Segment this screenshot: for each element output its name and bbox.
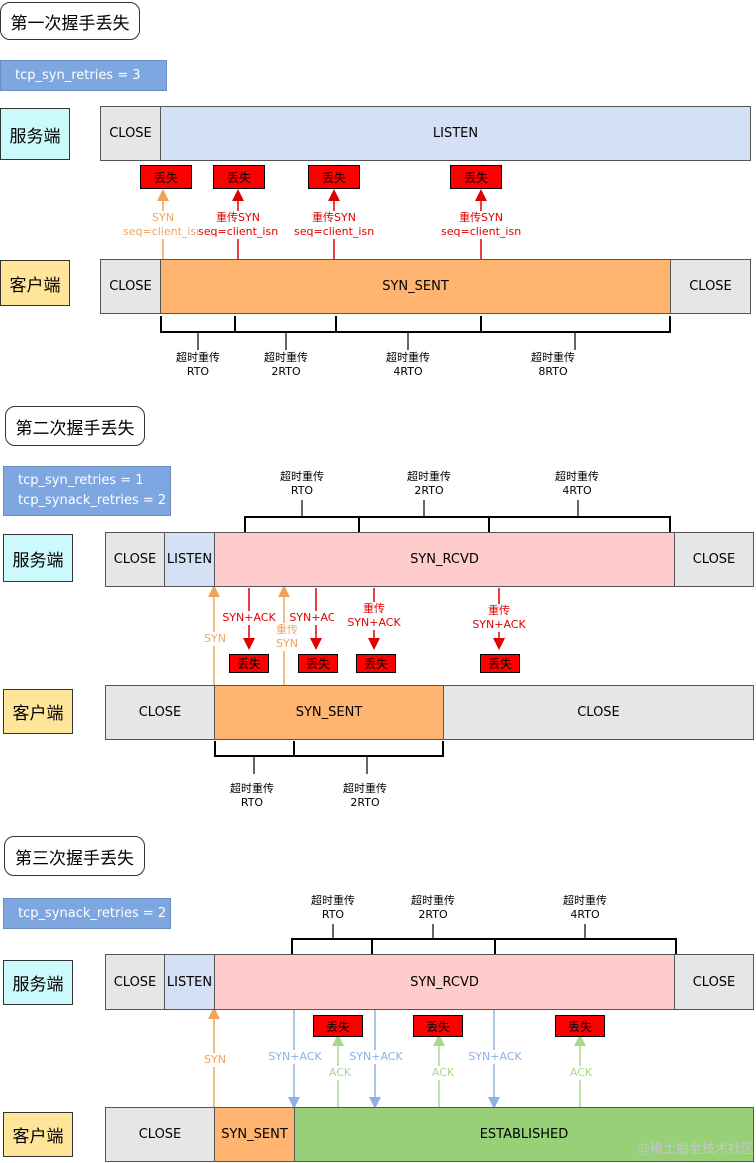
- param-synack-retries: tcp_synack_retries = 2: [18, 493, 167, 508]
- lost-marker: 丢失: [413, 1015, 463, 1037]
- section-3-params: tcp_synack_retries = 2: [3, 898, 171, 929]
- section-2-params: tcp_syn_retries = 1 tcp_synack_retries =…: [3, 466, 171, 516]
- lost-marker: 丢失: [140, 165, 192, 189]
- synack-label: SYN+ACK: [466, 1050, 524, 1064]
- synack-label: SYN+ACK: [347, 1050, 405, 1064]
- client-state-syn-sent: SYN_SENT: [214, 1107, 295, 1162]
- section-1-params: tcp_syn_retries = 3: [0, 60, 167, 91]
- syn-label: SYN: [199, 1053, 231, 1067]
- server-state-listen: LISTEN: [164, 532, 215, 587]
- client-timeout-bracket-2: [214, 741, 444, 774]
- param-syn-retries: tcp_syn_retries = 3: [15, 67, 141, 83]
- watermark: @稀土掘金技术社区: [636, 1142, 754, 1157]
- client-state-close: CLOSE: [670, 259, 751, 314]
- ack-label: ACK: [428, 1066, 458, 1080]
- section-2-title: 第二次握手丢失: [5, 406, 145, 446]
- timeout-bracket-1: [160, 316, 671, 350]
- server-state-listen: LISTEN: [160, 106, 751, 161]
- lost-marker: 丢失: [298, 654, 338, 673]
- lost-marker: 丢失: [555, 1015, 605, 1037]
- section-1-title: 第一次握手丢失: [0, 2, 140, 40]
- server-state-syn-rcvd: SYN_RCVD: [214, 532, 675, 587]
- server-state-close: CLOSE: [674, 532, 754, 587]
- section-3-server-label: 服务端: [3, 960, 73, 1005]
- section-3-title: 第三次握手丢失: [4, 836, 145, 876]
- ack-label: ACK: [325, 1066, 355, 1080]
- param-syn-retries: tcp_syn_retries = 1: [18, 473, 144, 488]
- server-state-close: CLOSE: [100, 106, 161, 161]
- synack-label: SYN+ACK: [219, 611, 279, 625]
- lost-marker: 丢失: [480, 654, 520, 673]
- server-state-syn-rcvd: SYN_RCVD: [214, 954, 675, 1010]
- client-state-syn-sent: SYN_SENT: [214, 685, 444, 740]
- server-state-close: CLOSE: [105, 954, 165, 1010]
- lost-marker: 丢失: [308, 165, 360, 189]
- server-timeout-bracket-2: [244, 500, 671, 532]
- syn-label: SYN: [197, 632, 233, 646]
- section-2-server-label: 服务端: [3, 534, 73, 582]
- lost-marker: 丢失: [356, 654, 396, 673]
- ack-label: ACK: [566, 1066, 596, 1080]
- server-state-listen: LISTEN: [164, 954, 215, 1010]
- synack-label: SYN+ACK: [266, 1050, 324, 1064]
- client-state-close: CLOSE: [105, 1107, 215, 1162]
- client-state-close: CLOSE: [105, 685, 215, 740]
- param-synack-retries: tcp_synack_retries = 2: [18, 905, 167, 921]
- section-1-server-label: 服务端: [0, 108, 70, 160]
- section-2-client-label: 客户端: [3, 689, 73, 734]
- server-state-close: CLOSE: [674, 954, 754, 1010]
- section-3-client-label: 客户端: [3, 1112, 73, 1157]
- section-1-client-label: 客户端: [0, 260, 70, 306]
- client-state-syn-sent: SYN_SENT: [160, 259, 671, 314]
- client-state-close: CLOSE: [443, 685, 754, 740]
- lost-marker: 丢失: [229, 654, 269, 673]
- client-state-established: ESTABLISHED: [294, 1107, 754, 1162]
- lost-marker: 丢失: [213, 165, 265, 189]
- lost-marker: 丢失: [450, 165, 502, 189]
- client-state-close: CLOSE: [100, 259, 161, 314]
- server-timeout-bracket-3: [291, 924, 677, 954]
- synack-label: SYN+ACK: [286, 611, 346, 625]
- server-state-close: CLOSE: [105, 532, 165, 587]
- lost-marker: 丢失: [313, 1015, 363, 1037]
